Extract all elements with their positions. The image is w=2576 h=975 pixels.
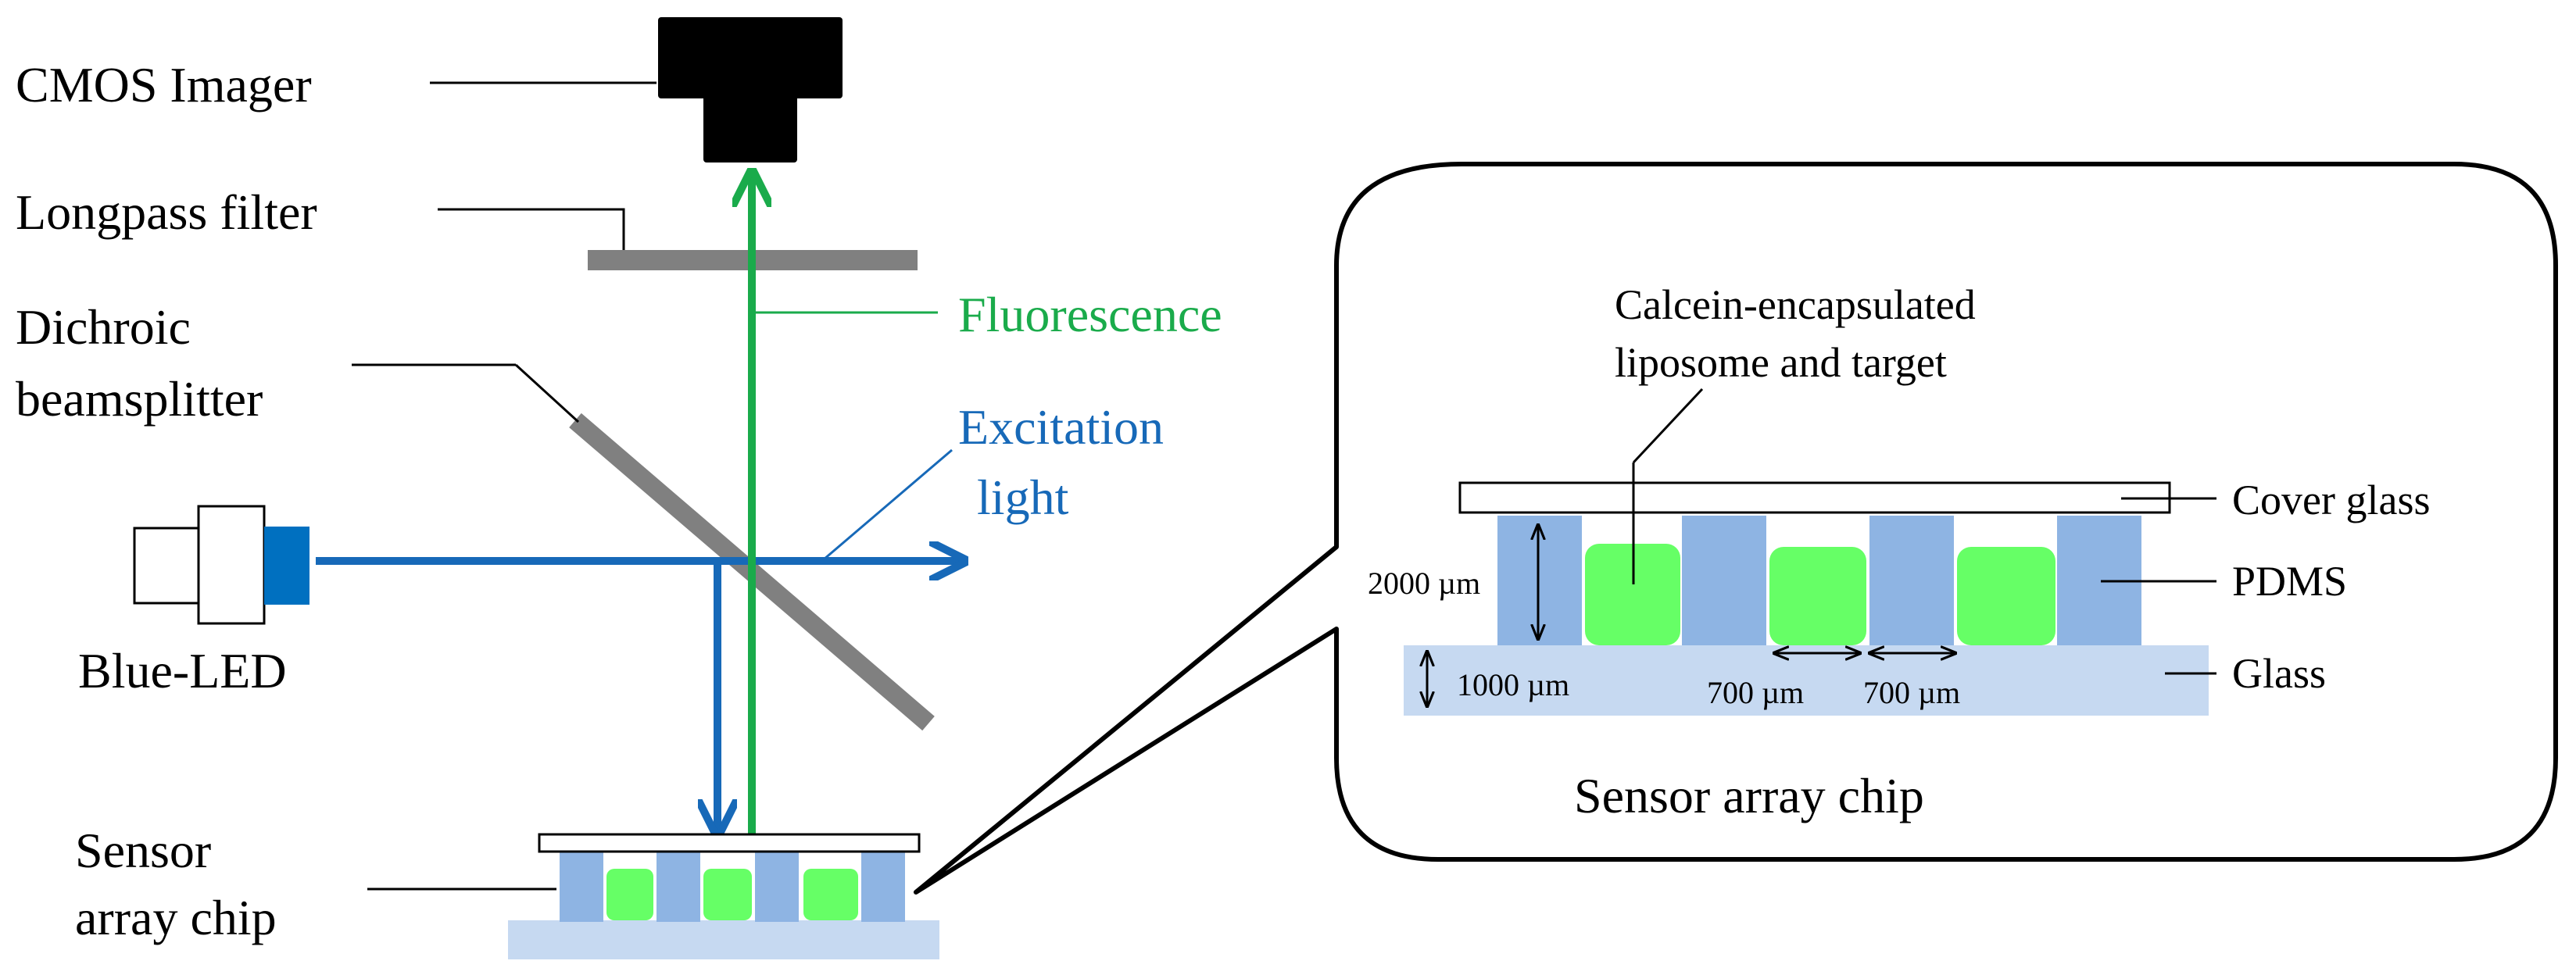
chip-glass-base — [508, 920, 939, 959]
inset-pdms-pillar — [1869, 516, 1954, 645]
calcein-leader — [1632, 388, 1704, 464]
chip-pdms-pillar — [755, 852, 799, 922]
glass-label: Glass — [2232, 650, 2326, 697]
sensor-chip-label-line1: Sensor — [75, 823, 211, 878]
longpass-filter-label: Longpass filter — [16, 184, 317, 240]
dichroic-label-line1: Dichroic — [16, 299, 191, 355]
inset-title: Sensor array chip — [1574, 768, 1924, 823]
pdms-label: PDMS — [2232, 558, 2347, 605]
cmos-imager-label: CMOS Imager — [16, 57, 312, 112]
chip-pdms-pillar — [560, 852, 603, 922]
cmos-imager — [658, 17, 843, 162]
chip-liposome-well — [703, 869, 752, 920]
inset-liposome-well — [1585, 544, 1680, 645]
blue-led-label: Blue-LED — [78, 643, 287, 698]
chip-pdms-pillar — [861, 852, 905, 922]
dim-1000-label: 1000 µm — [1457, 667, 1569, 702]
sensor-array-chip-small — [508, 833, 939, 959]
blue-led — [133, 505, 309, 625]
longpass-filter-leader — [438, 208, 625, 250]
inset-cover-glass — [1458, 481, 2171, 514]
dim-700-label-a: 700 µm — [1707, 675, 1804, 710]
dim-2000-label: 2000 µm — [1368, 566, 1480, 601]
chip-pdms-pillar — [657, 852, 700, 922]
calcein-label-line1: Calcein-encapsulated — [1615, 281, 1976, 328]
excitation-label-line1: Excitation — [958, 399, 1164, 455]
dim-700-label-b: 700 µm — [1863, 675, 1960, 710]
fluorescence-label: Fluorescence — [958, 287, 1222, 342]
inset-pdms-pillar — [1497, 516, 1582, 645]
excitation-leader — [823, 448, 953, 561]
inset-pdms-pillar — [1682, 516, 1766, 645]
sensor-chip-label-line2: array chip — [75, 890, 277, 945]
inset-liposome-well — [1769, 547, 1866, 645]
calcein-label-line2: liposome and target — [1615, 339, 1947, 386]
excitation-label-line2: light — [977, 470, 1069, 525]
inset-liposome-well — [1957, 547, 2055, 645]
chip-cover-glass — [538, 833, 921, 853]
cover-glass-label: Cover glass — [2232, 477, 2430, 523]
chip-liposome-well — [803, 869, 858, 920]
dichroic-label-line2: beamsplitter — [16, 371, 263, 427]
sensor-array-chip-inset — [1404, 481, 2209, 716]
chip-liposome-well — [606, 869, 653, 920]
